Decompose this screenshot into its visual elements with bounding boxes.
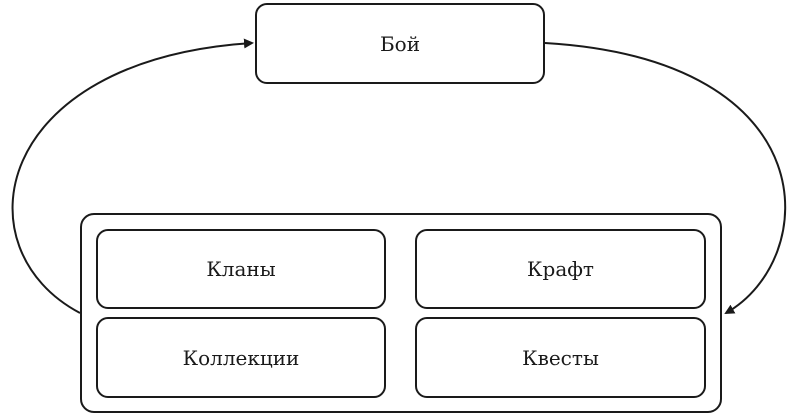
node-collections: Коллекции <box>96 317 386 398</box>
node-fight-label: Бой <box>379 31 421 56</box>
node-craft: Крафт <box>415 229 706 309</box>
arrow-group-to-fight <box>11 38 254 314</box>
node-quests: Квесты <box>415 317 706 398</box>
node-collections-label: Коллекции <box>182 345 300 370</box>
node-clans-label: Кланы <box>206 257 276 281</box>
node-craft-label: Крафт <box>527 257 594 281</box>
arrow-fight-to-group <box>544 42 787 314</box>
node-quests-label: Квесты <box>522 345 599 370</box>
node-clans: Кланы <box>96 229 386 309</box>
node-fight: Бой <box>255 3 545 84</box>
